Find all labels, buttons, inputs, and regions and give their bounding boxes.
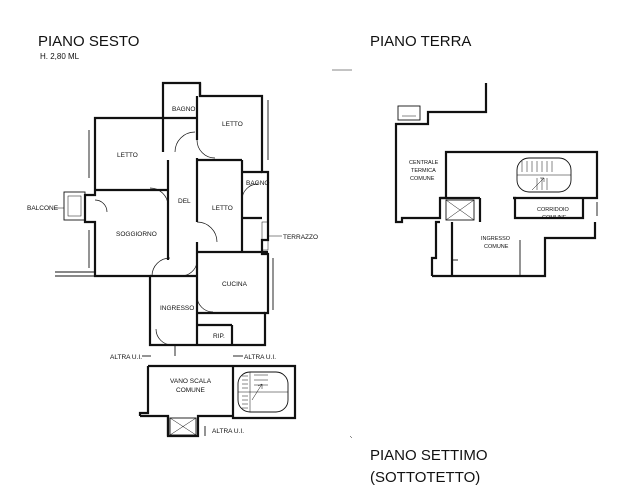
heading-piano-sesto: PIANO SESTO [38, 33, 139, 50]
label-altra-ui-1: ALTRA U.I. [110, 354, 142, 361]
heading-sottotetto: (SOTTOTETTO) [370, 469, 480, 486]
label-cucina: CUCINA [222, 281, 248, 288]
door-swing [174, 131, 196, 153]
label-vano-scala-2: COMUNE [176, 387, 206, 394]
door-swing [196, 221, 218, 243]
terra-outline-left [430, 220, 440, 276]
staircase-sesto [237, 371, 289, 413]
heading-altezza: H. 2,80 ML [40, 52, 80, 61]
heading-piano-settimo: PIANO SETTIMO [370, 447, 488, 464]
door-swing [151, 257, 171, 277]
balcone-inner [67, 195, 82, 217]
stair-core-outline [138, 364, 297, 420]
label-soggiorno: SOGGIORNO [116, 231, 157, 238]
door-swing [241, 183, 259, 201]
door-swing [149, 187, 169, 206]
door-swing [196, 139, 216, 159]
label-letto-2: LETTO [117, 152, 138, 159]
door-swing [94, 199, 108, 213]
plan-piano-terra: CENTRALE TERMICA COMUNE CORRIDOIO COMUNE… [394, 83, 599, 278]
terra-outline-upper [394, 83, 599, 224]
label-letto-1: LETTO [222, 121, 243, 128]
label-letto-3: LETTO [212, 205, 233, 212]
label-ingresso-terra-1: INGRESSO [481, 236, 511, 242]
label-disimpegno: DEL [178, 198, 191, 205]
heading-piano-terra: PIANO TERRA [370, 33, 471, 50]
label-centrale-3: COMUNE [410, 176, 435, 182]
label-altra-ui-2: ALTRA U.I. [244, 354, 276, 361]
door-swing [180, 261, 198, 277]
staircase-terra [516, 157, 572, 193]
stair-core-lower [140, 414, 233, 438]
terra-lift [445, 199, 475, 221]
balcone-box [63, 191, 86, 221]
label-ingresso-terra-2: COMUNE [484, 244, 509, 250]
label-vano-scala-1: VANO SCALA [170, 378, 212, 385]
lift-cross [169, 417, 197, 436]
label-terrazzo: TERRAZZO [283, 234, 318, 241]
plan-piano-sesto: BAGNO LETTO LETTO BAGNO DEL LETTO BALCON… [27, 81, 318, 438]
label-bagno-2: BAGNO [246, 180, 269, 187]
label-centrale-2: TERMICA [411, 168, 436, 174]
door-swing [155, 328, 173, 346]
stair-arrow [251, 383, 263, 401]
label-corridoio-1: CORRIDOIO [537, 207, 570, 213]
label-balcone: BALCONE [27, 205, 59, 212]
stair-arrow [531, 177, 545, 191]
door-swing [196, 295, 214, 313]
terra-box [397, 105, 421, 121]
label-ripostiglio: RIP. [213, 333, 225, 340]
lift-shaft [169, 417, 197, 436]
terra-outline-lower [432, 222, 597, 278]
label-corridoio-2: COMUNE [542, 215, 567, 221]
scan-mark [349, 435, 353, 439]
label-centrale-1: CENTRALE [409, 160, 439, 166]
label-bagno-1: BAGNO [172, 106, 195, 113]
label-ingresso: INGRESSO [160, 305, 194, 312]
label-altra-ui-3: ALTRA U.I. [212, 428, 244, 435]
lift-cross [445, 199, 475, 221]
